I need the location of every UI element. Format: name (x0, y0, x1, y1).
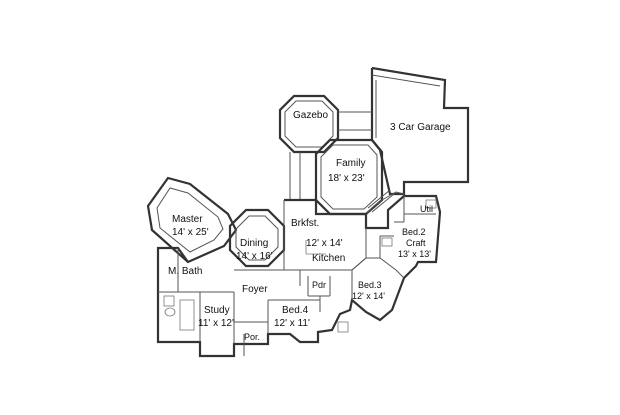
kitchen-name: Kitchen (312, 253, 345, 264)
pwd-label: Pdr (312, 280, 326, 290)
bed4-name: Bed.4 (282, 305, 309, 316)
master-name: Master (172, 214, 203, 225)
mbath-label: M. Bath (168, 266, 202, 277)
brkfst-label: Brkfst. (291, 218, 319, 229)
study-name: Study (204, 305, 230, 316)
kitchen-size: 12' x 14' (306, 238, 343, 249)
bed2-walls (379, 196, 436, 258)
bed3-name: Bed.3 (358, 280, 382, 290)
dining-walls (228, 208, 286, 268)
bed2-name: Bed.2 (402, 227, 426, 237)
bed3-walls (351, 257, 405, 300)
porch-label: Por. (244, 332, 260, 342)
fixtures (163, 199, 437, 333)
bed2-size: 13' x 13' (398, 249, 431, 259)
garage-label: 3 Car Garage (390, 122, 451, 133)
bed2-sub: Craft (406, 238, 426, 248)
foyer-label: Foyer (242, 284, 268, 295)
gazebo-label: Gazebo (293, 110, 328, 121)
bed4-size: 12' x 11' (274, 318, 310, 329)
master-walls (146, 176, 238, 264)
bed3-size: 12' x 14' (352, 291, 385, 301)
family-size: 18' x 23' (328, 173, 365, 184)
dining-size: 14' x 16' (236, 251, 273, 262)
util-label: Util (420, 204, 433, 214)
main-walls (156, 194, 442, 358)
study-size: 11' x 12' (198, 318, 234, 329)
master-size: 14' x 25' (172, 227, 209, 238)
dining-name: Dining (240, 238, 268, 249)
family-name: Family (336, 158, 365, 169)
